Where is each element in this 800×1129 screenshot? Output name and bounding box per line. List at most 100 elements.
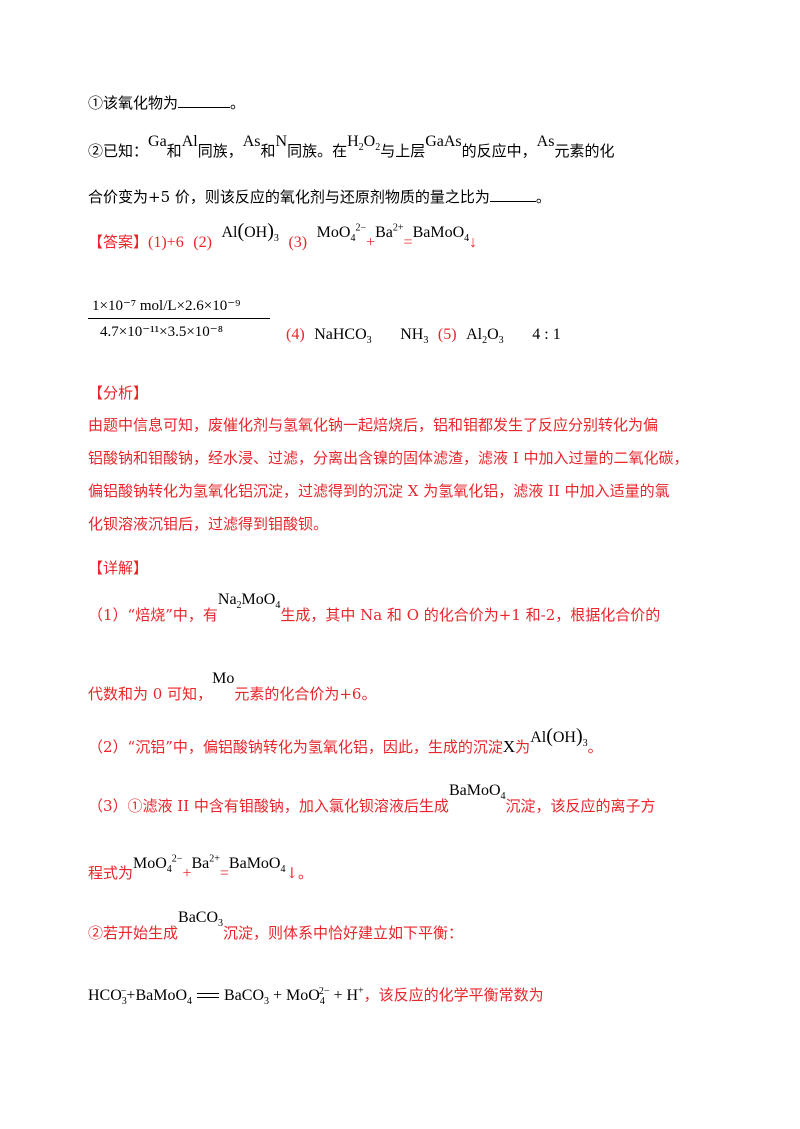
- answer-4-number: (4): [286, 326, 305, 343]
- detail-1-c: 代数和为 0 可知，: [88, 685, 213, 703]
- d2-aloh3-oh: OH: [552, 729, 576, 746]
- aloh3-al: Al: [221, 224, 238, 241]
- fraction-numerator: 1×10⁻⁷ mol/L×2.6×10⁻⁹: [92, 298, 241, 314]
- baco3-sub: 3: [218, 918, 224, 930]
- q2-tail: 元素的化: [554, 142, 615, 160]
- analysis-line-4: 化钡溶液沉钼后，过滤得到钼酸钡。: [88, 515, 329, 533]
- detail-2-lead: （2）“沉铝”中，偏铝酸钠转化为氢氧化铝，因此，生成的沉淀: [88, 738, 503, 756]
- na2moo4-sub-2: 4: [275, 600, 281, 612]
- na2moo4-moo: MoO: [241, 591, 276, 608]
- d3-bamoo4-sub: 4: [500, 791, 506, 803]
- answer-line-2: (4) NaHCO3 NH3 (5) Al2O3 4 : 1: [286, 325, 561, 346]
- eq-product-2-sub: 4: [319, 996, 325, 1008]
- analysis-line-1: 由题中信息可知，废催化剂与氢氧化钠一起焙烧后，铝和钼都发生了反应分别转化为偏: [88, 416, 659, 434]
- moo4-sub: 4: [350, 233, 356, 245]
- d3-product-formula: BaMoO4: [229, 855, 286, 876]
- d3-plus-sign: +: [182, 865, 192, 882]
- h2o2-sub-2: 2: [375, 142, 381, 154]
- detail-line-4: （3）①滤液 II 中含有钼酸钠，加入氯化钡溶液后生成BaMoO4沉淀，该反应的…: [88, 782, 656, 818]
- as-symbol: As: [242, 133, 261, 150]
- aloh3-oh: OH: [244, 224, 268, 241]
- d3-moo4-ion: MoO42−: [133, 853, 183, 876]
- detail-3-text: 沉淀，该反应的离子方: [505, 797, 656, 815]
- detail-3-end: ↓。: [285, 864, 314, 882]
- al2o3-sub-2: 3: [498, 335, 504, 347]
- plus-sign: +: [366, 234, 376, 251]
- fraction-bar: [88, 318, 270, 319]
- h2o2-formula: H2O2: [347, 133, 381, 154]
- bamoo4-formula: BaMoO4: [413, 224, 470, 245]
- h2o2-o: O: [363, 133, 376, 150]
- eq-product-2-sup: 2−: [318, 985, 330, 997]
- detail-line-3: （2）“沉铝”中，偏铝酸钠转化为氢氧化铝，因此，生成的沉淀X为Al(OH)3。: [88, 725, 603, 759]
- d2-aloh3-formula: Al(OH)3: [530, 725, 588, 750]
- answer-label: 【答案】: [88, 233, 149, 251]
- nh3-sub: 3: [423, 335, 429, 347]
- answer-blank-2: [489, 187, 536, 202]
- ga-symbol: Ga: [148, 133, 167, 150]
- analysis-label: 【分析】: [88, 384, 149, 402]
- q2-mid: 与上层: [380, 142, 426, 160]
- baco3-text: BaCO: [178, 909, 219, 926]
- q2-and-1: 和: [166, 142, 182, 160]
- x-symbol: X: [502, 737, 516, 756]
- answer-1: (1)+6: [148, 234, 184, 251]
- d2-aloh3-sub: 3: [582, 738, 588, 750]
- equals-sign: =: [403, 234, 413, 251]
- detail-2-wei: 为: [515, 738, 531, 756]
- detail-line-5: 程式为MoO42−+Ba2+=BaMoO4↓。: [88, 854, 314, 885]
- detail-3-lead: （3）①滤液 II 中含有钼酸钠，加入氯化钡溶液后生成: [88, 797, 449, 815]
- detail-line-1: （1）“焙烧”中，有Na2MoO4生成，其中 Na 和 O 的化合价为+1 和-…: [88, 591, 660, 627]
- ratio-answer: 4 : 1: [532, 326, 561, 343]
- d3-ba-text: Ba: [191, 855, 210, 872]
- moo4-sup: 2−: [355, 222, 367, 234]
- q2-line-2-text: 合价变为+5 价，则该反应的氧化剂与还原剂物质的量之比为: [88, 188, 490, 206]
- detail-1-lead: （1）“焙烧”中，有: [88, 606, 218, 624]
- eq-reactant-2-sub: 4: [187, 996, 192, 1008]
- answer-5-number: (5): [437, 326, 457, 343]
- detail-line-6: ②若开始生成BaCO3沉淀，则体系中恰好建立如下平衡：: [88, 909, 463, 945]
- ba-sup: 2+: [392, 222, 404, 234]
- equilibrium-tail-text: ，该反应的化学平衡常数为: [363, 986, 544, 1004]
- detail-4-lead: ②若开始生成: [88, 924, 179, 942]
- equilibrium-equation-line: HCO3−+BaMoO4 BaCO3 + MoO42− + H+，该反应的化学平…: [88, 984, 544, 1008]
- na2moo4-sub-1: 2: [236, 600, 242, 612]
- as-symbol-2: As: [536, 133, 555, 150]
- nahco3-sub: 3: [366, 335, 372, 347]
- eq-product-3: + H: [329, 987, 359, 1004]
- ba-text: Ba: [375, 224, 393, 241]
- analysis-line-3: 偏铝酸钠转化为氢氧化铝沉淀，过滤得到的沉淀 X 为氢氧化铝，滤液 II 中加入适…: [88, 482, 670, 500]
- q2-same-2: 同族。在: [287, 142, 348, 160]
- detail-1-d: 元素的化合价为+6。: [234, 685, 377, 703]
- baco3-formula: BaCO3: [178, 909, 224, 930]
- d3-equals-sign: =: [219, 865, 229, 882]
- analysis-line-2: 铝酸钠和钼酸钠，经水浸、过滤，分离出含镍的固体滤渣，滤液 I 中加入过量的二氧化…: [88, 449, 689, 467]
- precipitate-arrow: ↓: [469, 234, 478, 251]
- q1-end: 。: [230, 94, 246, 112]
- detail-2-end: 。: [587, 738, 603, 756]
- q1-text: ①该氧化物为: [88, 94, 179, 112]
- nahco3-text: NaHCO: [314, 326, 367, 343]
- answer-3-number: (3): [288, 234, 308, 251]
- hco3-sub: 3: [121, 996, 127, 1008]
- detail-label: 【详解】: [88, 559, 149, 577]
- moo4-text: MoO: [316, 224, 351, 241]
- fraction-denominator: 4.7×10⁻¹¹×3.5×10⁻⁸: [100, 324, 223, 340]
- eq-product-2: + MoO: [269, 987, 320, 1004]
- n-symbol: N: [275, 133, 288, 150]
- d3-moo4-sup: 2−: [171, 853, 183, 865]
- h2o2-sub-1: 2: [358, 142, 364, 154]
- nh3-text: NH: [400, 326, 424, 343]
- q2-end: 。: [535, 188, 551, 206]
- bamoo4-sub: 4: [464, 233, 470, 245]
- al-symbol: Al: [181, 133, 198, 150]
- na2moo4-formula: Na2MoO4: [218, 591, 281, 612]
- h2o2-h: H: [347, 133, 359, 150]
- q2-mid-2: 的反应中，: [461, 142, 537, 160]
- d3-moo4-sub: 4: [166, 864, 172, 876]
- ba-ion: Ba2+: [375, 222, 404, 241]
- question-1: ①该氧化物为 。: [88, 92, 245, 113]
- gaas-formula: GaAs: [425, 133, 462, 150]
- d3-product-sub: 4: [280, 864, 286, 876]
- eq-product-1: BaCO: [224, 987, 264, 1004]
